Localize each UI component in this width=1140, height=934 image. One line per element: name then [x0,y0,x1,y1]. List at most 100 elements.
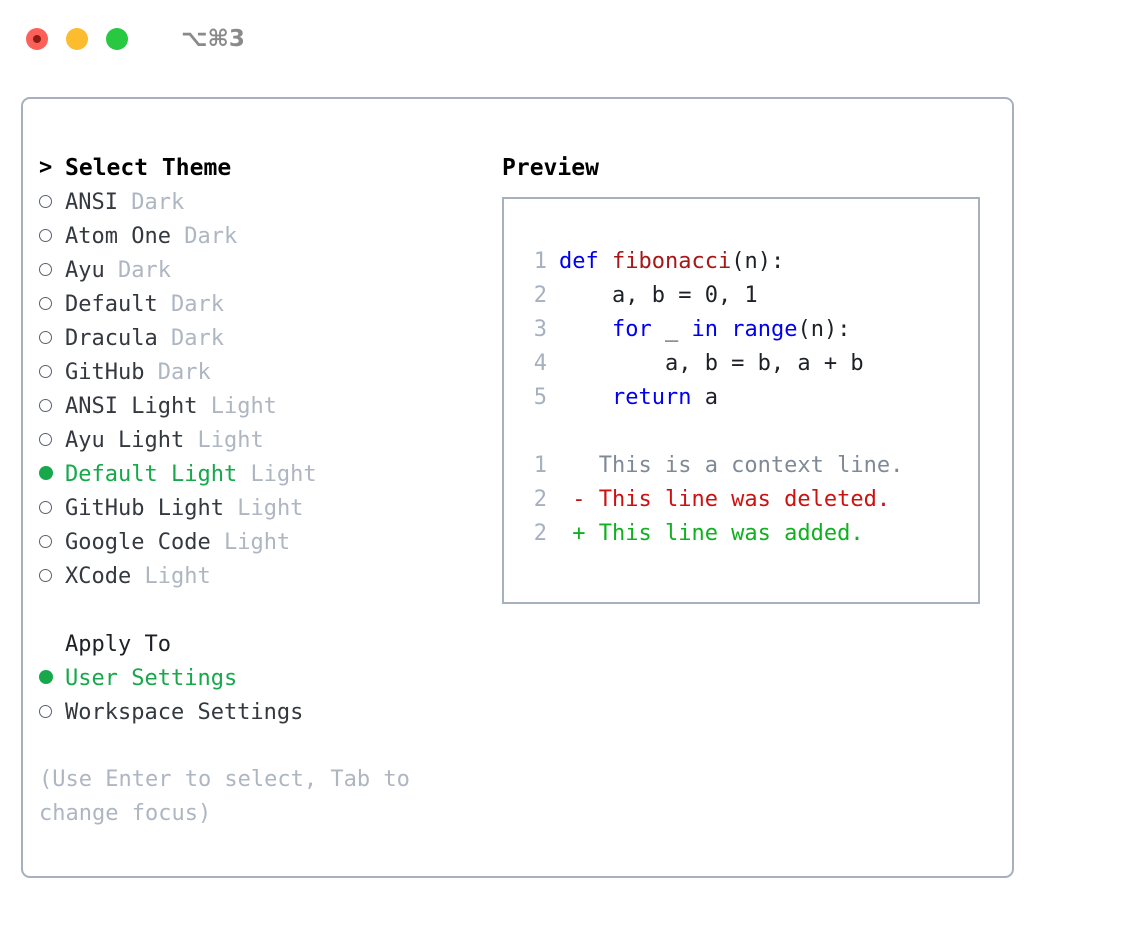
radio-glyph [39,297,52,310]
theme-list-item[interactable]: ANSI Light Light [39,389,489,423]
radio-icon[interactable] [39,701,65,723]
radio-icon[interactable] [39,531,65,553]
apply-to-label: Apply To [65,631,171,657]
theme-variant: Light [144,563,211,589]
gap [158,292,171,317]
gap [224,496,237,521]
code-line: 2 a, b = 0, 1 [504,278,978,312]
line-number: 1 [533,452,547,478]
radio-icon[interactable] [39,395,65,417]
apply-to-item[interactable]: Workspace Settings [39,695,489,729]
radio-glyph [39,399,52,412]
code-diff-separator [504,414,978,448]
theme-list-item[interactable]: XCode Light [39,559,489,593]
radio-icon[interactable] [39,327,65,349]
theme-list-item[interactable]: Google Code Light [39,525,489,559]
line-number: 2 [533,486,547,512]
radio-icon[interactable] [39,259,65,281]
theme-list-item[interactable]: Default Dark [39,287,489,321]
radio-selected-icon[interactable] [39,667,65,689]
code-token: return [611,384,692,410]
radio-icon[interactable] [39,497,65,519]
radio-icon[interactable] [39,191,65,213]
radio-glyph [39,535,52,548]
apply-to-name: User Settings [65,665,238,691]
line-number: 2 [533,282,547,308]
radio-glyph [39,263,52,276]
keyboard-shortcut-label: ⌥⌘3 [181,26,245,52]
code-token: (n): [797,316,851,342]
theme-list-item[interactable]: ANSI Dark [39,185,489,219]
theme-variant: Light [197,427,264,453]
radio-glyph [39,705,52,718]
select-theme-label: Select Theme [65,155,232,181]
theme-list-item[interactable]: Dracula Dark [39,321,489,355]
line-number: 1 [533,248,547,274]
theme-list-item[interactable]: Ayu Dark [39,253,489,287]
radio-glyph [39,501,52,514]
theme-name: Ayu Light [65,427,185,453]
gap [211,530,224,555]
keyboard-hint-text: (Use Enter to select, Tab to change focu… [39,767,424,826]
code-line: 5 return a [504,380,978,414]
gap [105,258,118,283]
maximize-button[interactable] [106,28,128,50]
theme-list-item[interactable]: Atom One Dark [39,219,489,253]
theme-variant: Light [223,529,291,555]
radio-icon[interactable] [39,225,65,247]
code-token: a, b = 0, 1 [559,282,758,308]
radio-glyph [39,670,53,684]
theme-list-item[interactable]: GitHub Light Light [39,491,489,525]
preview-title: Preview [502,155,599,181]
theme-name: GitHub [65,359,145,385]
code-token [559,385,612,410]
code-token: range [731,316,798,342]
radio-selected-icon[interactable] [39,463,65,485]
diff-line: 2 - This line was deleted. [504,482,978,516]
theme-name: XCode [65,563,132,589]
radio-glyph [39,331,52,344]
radio-icon[interactable] [39,361,65,383]
radio-icon[interactable] [39,293,65,315]
code-token: fibonacci [611,248,732,274]
gap [171,224,184,249]
radio-icon[interactable] [39,429,65,451]
gap [118,190,131,215]
code-token: _ [651,316,692,342]
theme-list-item[interactable]: Default Light Light [39,457,489,491]
theme-variant: Light [250,461,317,487]
theme-variant: Light [210,393,277,419]
close-button[interactable] [26,28,48,50]
radio-icon[interactable] [39,565,65,587]
apply-to-item[interactable]: User Settings [39,661,489,695]
diff-line: 2 + This line was added. [504,516,978,550]
theme-variant: Dark [170,325,224,351]
theme-list-item[interactable]: Ayu Light Light [39,423,489,457]
theme-name: GitHub Light [65,495,224,521]
theme-name: ANSI [65,189,118,215]
list-spacer [39,593,489,627]
line-number: 5 [533,384,547,410]
apply-to-header: Apply To [39,627,489,661]
radio-glyph [39,195,52,208]
line-number: 2 [533,520,547,546]
diff-sample: 1 This is a context line.2 - This line w… [504,448,978,550]
code-token: for [611,316,652,342]
theme-list-item[interactable]: GitHub Dark [39,355,489,389]
diff-line: 1 This is a context line. [504,448,978,482]
code-token: + This line was added. [559,520,864,546]
gap [158,326,171,351]
line-number: 3 [533,316,547,342]
theme-variant: Dark [184,223,238,249]
apply-to-name: Workspace Settings [65,699,304,725]
minimize-button[interactable] [66,28,88,50]
theme-name: Ayu [65,257,105,283]
